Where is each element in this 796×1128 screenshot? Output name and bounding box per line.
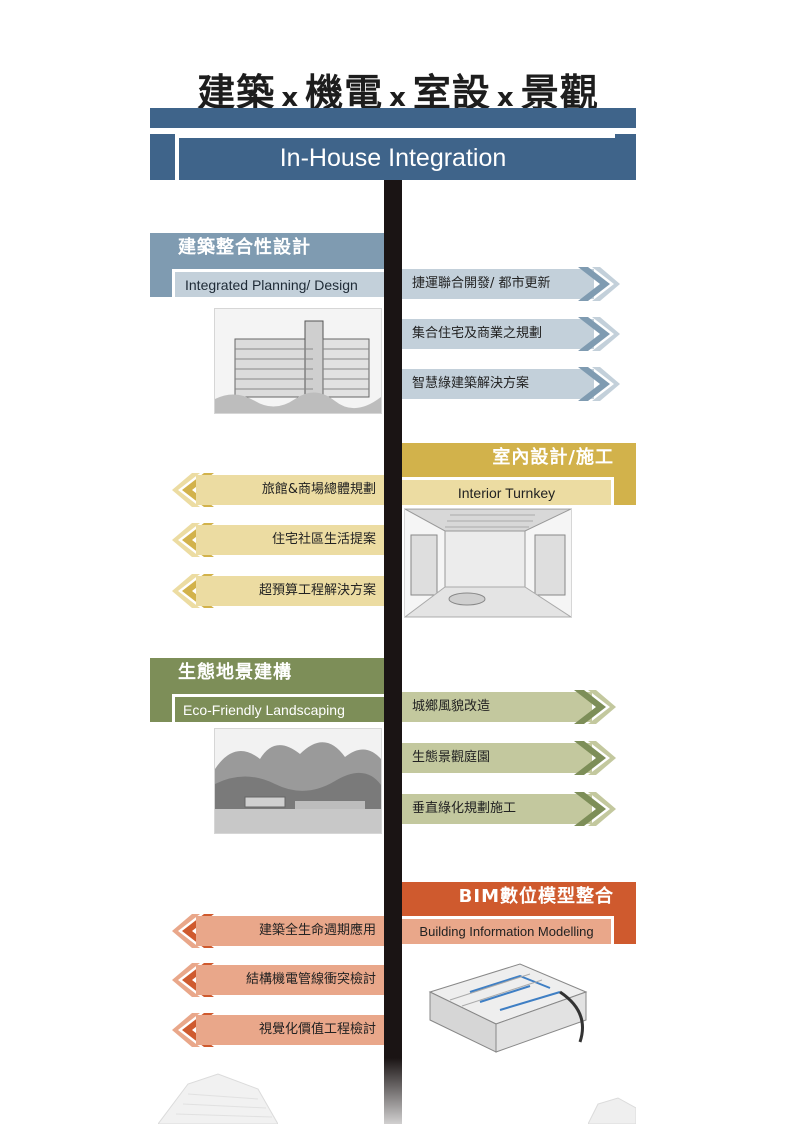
landscape-subtitle-bar: Eco-Friendly Landscaping bbox=[150, 694, 384, 722]
chevron-right-icon bbox=[578, 367, 620, 401]
interior-item-1: 旅館&商場總體規劃 bbox=[172, 473, 384, 507]
bim-model-icon bbox=[410, 952, 596, 1062]
bim-subtitle: Building Information Modelling bbox=[402, 916, 614, 944]
chevron-right-icon bbox=[578, 317, 620, 351]
interior-title: 室內設計/施工 bbox=[402, 443, 636, 477]
faded-corner-sketch-icon bbox=[587, 1094, 637, 1125]
chevron-right-icon bbox=[574, 792, 616, 826]
chevron-right-icon bbox=[578, 267, 620, 301]
planning-item-3: 智慧綠建築解決方案 bbox=[402, 367, 620, 401]
landscape-item-3: 垂直綠化規劃施工 bbox=[402, 792, 616, 826]
title-separator: x bbox=[496, 83, 515, 113]
interior-sketch-icon bbox=[403, 508, 573, 618]
chevron-right-icon bbox=[574, 690, 616, 724]
title-mep: 機電 bbox=[305, 71, 384, 115]
title-separator: x bbox=[389, 83, 407, 113]
landscape-sketch-icon bbox=[214, 728, 382, 834]
interior-subtitle-bar: Interior Turnkey bbox=[402, 477, 636, 505]
title-interior: 室設 bbox=[412, 71, 491, 115]
header-stripe bbox=[150, 108, 636, 128]
landscape-item-1: 城鄉風貌改造 bbox=[402, 690, 616, 724]
title-architecture: 建築 bbox=[197, 71, 276, 115]
timeline-spine bbox=[384, 180, 402, 1124]
landscape-item-2: 生態景觀庭園 bbox=[402, 741, 616, 775]
faded-building-sketch-icon bbox=[157, 1064, 279, 1125]
integration-banner: In-House Integration bbox=[150, 134, 636, 180]
interior-subtitle: Interior Turnkey bbox=[402, 477, 614, 505]
title-landscape: 景觀 bbox=[520, 71, 599, 115]
chevron-right-icon bbox=[574, 741, 616, 775]
planning-item-1: 捷運聯合開發/ 都市更新 bbox=[402, 267, 620, 301]
banner-text: In-House Integration bbox=[279, 144, 507, 172]
title-separator: x bbox=[281, 83, 300, 113]
bim-item-1: 建築全生命週期應用 bbox=[172, 914, 384, 948]
landscape-title: 生態地景建構 bbox=[150, 658, 384, 694]
bim-item-3: 視覺化價值工程檢討 bbox=[172, 1013, 384, 1047]
interior-item-3: 超預算工程解決方案 bbox=[172, 574, 384, 608]
planning-title: 建築整合性設計 bbox=[150, 233, 384, 269]
building-sketch-icon bbox=[214, 308, 382, 414]
bim-subtitle-bar: Building Information Modelling bbox=[402, 916, 636, 944]
bim-title: BIM數位模型整合 bbox=[402, 882, 636, 916]
landscape-subtitle: Eco-Friendly Landscaping bbox=[172, 694, 384, 722]
planning-item-2: 集合住宅及商業之規劃 bbox=[402, 317, 620, 351]
banner-frame bbox=[175, 134, 615, 180]
planning-subtitle: Integrated Planning/ Design bbox=[172, 269, 384, 297]
bim-item-2: 結構機電管線衝突檢討 bbox=[172, 963, 384, 997]
interior-item-2: 住宅社區生活提案 bbox=[172, 523, 384, 557]
planning-subtitle-bar: Integrated Planning/ Design bbox=[150, 269, 384, 297]
